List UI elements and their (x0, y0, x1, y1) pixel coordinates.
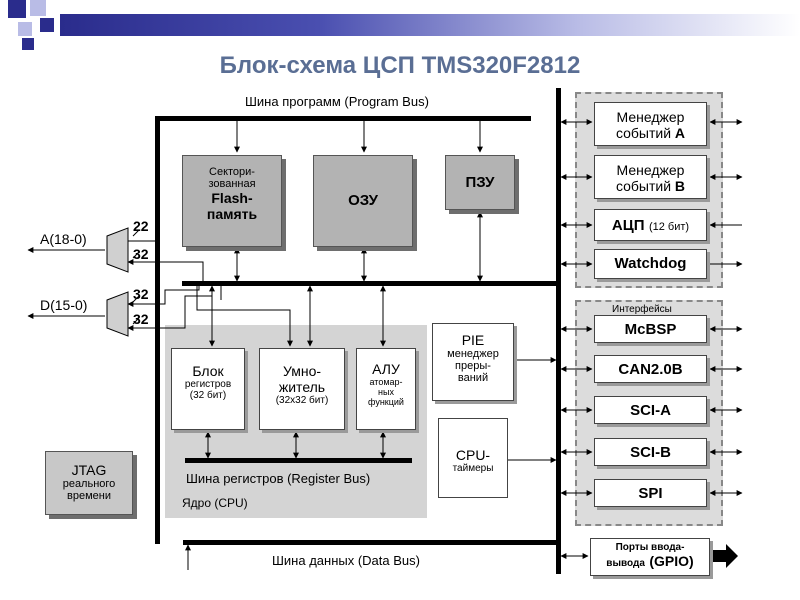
header-gradient-bar (60, 14, 800, 36)
sci-a-label: SCI-A (630, 402, 671, 419)
flash-line2: зованная (208, 178, 256, 190)
core-label: Ядро (CPU) (182, 496, 248, 510)
event-manager-a: Менеджер событий A (594, 102, 707, 146)
program-bus-label: Шина программ (Program Bus) (245, 94, 429, 109)
can-label: CAN2.0B (618, 361, 683, 378)
ev-a-suffix: A (674, 125, 686, 141)
alu-line1: АЛУ (372, 361, 400, 377)
rom-block: ПЗУ (445, 155, 515, 210)
gpio-block: Порты ввода- вывода (GPIO) (590, 538, 710, 576)
ram-label: ОЗУ (348, 192, 378, 209)
gpio-line1: Порты ввода- (615, 542, 685, 553)
gpio-suffix: (GPIO) (649, 553, 694, 569)
interfaces-title: Интерфейсы (612, 304, 672, 315)
address-width-32: 32 (133, 246, 149, 262)
ev-a-line2-wrap: событий A (595, 125, 706, 141)
address-width-22: 22 (133, 218, 149, 234)
register-block: Блок регистров (32 бит) (171, 348, 245, 430)
watchdog-block: Watchdog (594, 249, 707, 279)
gpio-line2-wrap: вывода (GPIO) (591, 553, 709, 571)
ev-b-line2: событий (615, 178, 672, 194)
mul-line3: (32х32 бит) (275, 395, 329, 406)
alu-line4: функций (368, 397, 404, 407)
flash-line3: Flash- (211, 190, 253, 206)
decor-square (30, 0, 46, 16)
data-width-32b: 32 (133, 311, 149, 327)
ram-block: ОЗУ (313, 155, 413, 247)
jtag-line1: JTAG (71, 462, 107, 478)
jtag-block: JTAG реального времени (45, 451, 133, 515)
cpu-timers-block: CPU- таймеры (438, 418, 508, 498)
pie-line3: преры- (455, 360, 491, 372)
jtag-line3: времени (67, 490, 111, 502)
multiplier-block: Умно- житель (32х32 бит) (259, 348, 345, 430)
adc-main: АЦП (611, 217, 645, 234)
pie-line4: ваний (457, 372, 489, 384)
data-width-32a: 32 (133, 286, 149, 302)
gpio-line2: вывода (606, 558, 645, 569)
pie-line2: менеджер (447, 348, 499, 360)
ev-a-line1: Менеджер (616, 109, 685, 125)
timers-line1: CPU- (455, 447, 491, 463)
mul-line2: житель (278, 379, 326, 395)
adc-sub: (12 бит) (648, 221, 690, 233)
can-block: CAN2.0B (594, 355, 707, 383)
page-title: Блок-схема ЦСП TMS320F2812 (219, 52, 581, 79)
register-bus-label: Шина регистров (Register Bus) (186, 471, 371, 486)
ev-b-line2-wrap: событий B (595, 178, 706, 194)
mul-line1: Умно- (282, 363, 322, 379)
decor-square (40, 18, 54, 32)
ev-b-suffix: B (674, 178, 686, 194)
rom-label: ПЗУ (465, 174, 495, 191)
sci-b-block: SCI-B (594, 438, 707, 466)
address-bus-label: A(18-0) (40, 231, 87, 247)
flash-memory-block: Сектори- зованная Flash- память (182, 155, 282, 247)
flash-line4: память (206, 206, 258, 222)
decor-square (22, 38, 34, 50)
pie-line1: PIE (461, 332, 485, 348)
watchdog-label: Watchdog (614, 255, 687, 272)
sci-b-label: SCI-B (630, 444, 671, 461)
adc-block: АЦП (12 бит) (594, 209, 707, 241)
decor-square (8, 0, 26, 18)
event-manager-b: Менеджер событий B (594, 155, 707, 199)
timers-line2: таймеры (452, 463, 494, 474)
spi-block: SPI (594, 479, 707, 507)
alu-line2: атомар- (369, 377, 403, 387)
ev-a-line2: событий (615, 125, 672, 141)
sci-a-block: SCI-A (594, 396, 707, 424)
jtag-line2: реального (62, 478, 116, 490)
alu-block: АЛУ атомар- ных функций (356, 348, 416, 430)
data-bus-label: Шина данных (Data Bus) (272, 553, 420, 568)
decor-square (18, 22, 32, 36)
regs-line3: (32 бит) (189, 390, 227, 401)
pie-block: PIE менеджер преры- ваний (432, 323, 514, 401)
mcbsp-block: McBSP (594, 315, 707, 343)
data-bus-ext-label: D(15-0) (40, 297, 88, 313)
flash-line1: Сектори- (209, 166, 255, 178)
regs-line1: Блок (192, 363, 224, 379)
regs-line2: регистров (184, 379, 232, 390)
alu-line3: ных (378, 387, 394, 397)
spi-label: SPI (638, 485, 663, 502)
ev-b-line1: Менеджер (616, 162, 685, 178)
mcbsp-label: McBSP (624, 321, 677, 338)
